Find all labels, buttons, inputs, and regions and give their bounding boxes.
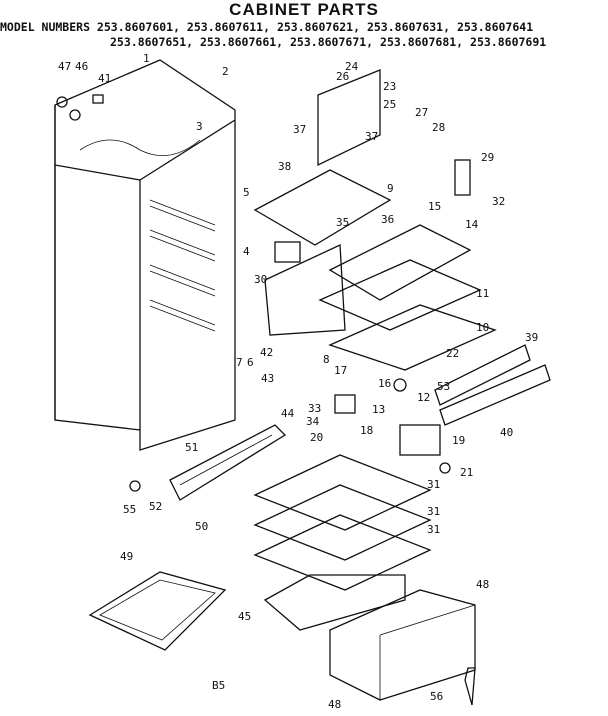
callout-28: 28 <box>432 121 445 134</box>
cabinet-shell <box>54 59 236 451</box>
page-title: CABINET PARTS <box>229 0 379 19</box>
callout-34: 34 <box>306 415 320 428</box>
callout-6: 6 <box>247 356 254 369</box>
callout-9: 9 <box>387 182 394 195</box>
lower-glass-shelves <box>253 454 432 631</box>
callout-51: 51 <box>185 441 198 454</box>
callout-32: 32 <box>492 195 505 208</box>
callout-20: 20 <box>310 431 323 444</box>
callout-23: 23 <box>383 80 396 93</box>
model-numbers-line-1: MODEL NUMBERS 253.8607601, 253.8607611, … <box>0 20 534 34</box>
callout-24: 24 <box>345 60 359 73</box>
callout-44: 44 <box>281 407 295 420</box>
callout-43: 43 <box>261 372 274 385</box>
model-numbers-line-2: 253.8607651, 253.8607661, 253.8607671, 2… <box>110 35 547 49</box>
callout-38: 38 <box>278 160 291 173</box>
callout-7: 7 <box>236 356 243 369</box>
callout-16: 16 <box>378 377 391 390</box>
callout-18: 18 <box>360 424 373 437</box>
callout-31: 31 <box>427 505 440 518</box>
callout-31: 31 <box>427 478 440 491</box>
callout-26: 26 <box>336 70 349 83</box>
small-hardware <box>56 94 476 706</box>
callout-39: 39 <box>525 331 538 344</box>
upper-shelves <box>253 69 497 371</box>
callout-48: 48 <box>328 698 341 711</box>
callout-53: 53 <box>437 380 450 393</box>
callout-46: 46 <box>75 60 88 73</box>
callout-31: 31 <box>427 523 440 536</box>
callout-48: 48 <box>476 578 489 591</box>
callout-56: 56 <box>430 690 443 703</box>
callout-47: 47 <box>58 60 71 73</box>
callout-37: 37 <box>365 130 378 143</box>
callout-49: 49 <box>120 550 133 563</box>
callout-27: 27 <box>415 106 428 119</box>
callout-8: 8 <box>323 353 330 366</box>
callout-15: 15 <box>428 200 441 213</box>
callout-22: 22 <box>446 347 459 360</box>
callout-35: 35 <box>336 216 349 229</box>
callout-4: 4 <box>243 245 250 258</box>
callout-13: 13 <box>372 403 385 416</box>
callout-36: 36 <box>381 213 394 226</box>
toe-grille <box>169 424 287 501</box>
callout-19: 19 <box>452 434 465 447</box>
callout-29: 29 <box>481 151 494 164</box>
callout-21: 21 <box>460 466 473 479</box>
callout-52: 52 <box>149 500 162 513</box>
callout-40: 40 <box>500 426 513 439</box>
callout-1: 1 <box>143 52 150 65</box>
callout-5: 5 <box>243 186 250 199</box>
callout-55: 55 <box>123 503 136 516</box>
drip-tray <box>88 571 227 651</box>
callout-41: 41 <box>98 72 111 85</box>
callout-2: 2 <box>222 65 229 78</box>
callout-25: 25 <box>383 98 396 111</box>
callout-30: 30 <box>254 273 267 286</box>
crisper-drawers <box>329 589 476 701</box>
callout-45: 45 <box>238 610 251 623</box>
callout-12: 12 <box>417 391 430 404</box>
callout-11: 11 <box>476 287 489 300</box>
callout-10: 10 <box>476 321 489 334</box>
side-rails <box>434 344 551 426</box>
callout-17: 17 <box>334 364 347 377</box>
callout-33: 33 <box>308 402 321 415</box>
page-code: B5 <box>212 679 225 692</box>
callout-50: 50 <box>195 520 208 533</box>
callout-3: 3 <box>196 120 203 133</box>
callout-37: 37 <box>293 123 306 136</box>
callout-42: 42 <box>260 346 273 359</box>
callout-14: 14 <box>465 218 479 231</box>
